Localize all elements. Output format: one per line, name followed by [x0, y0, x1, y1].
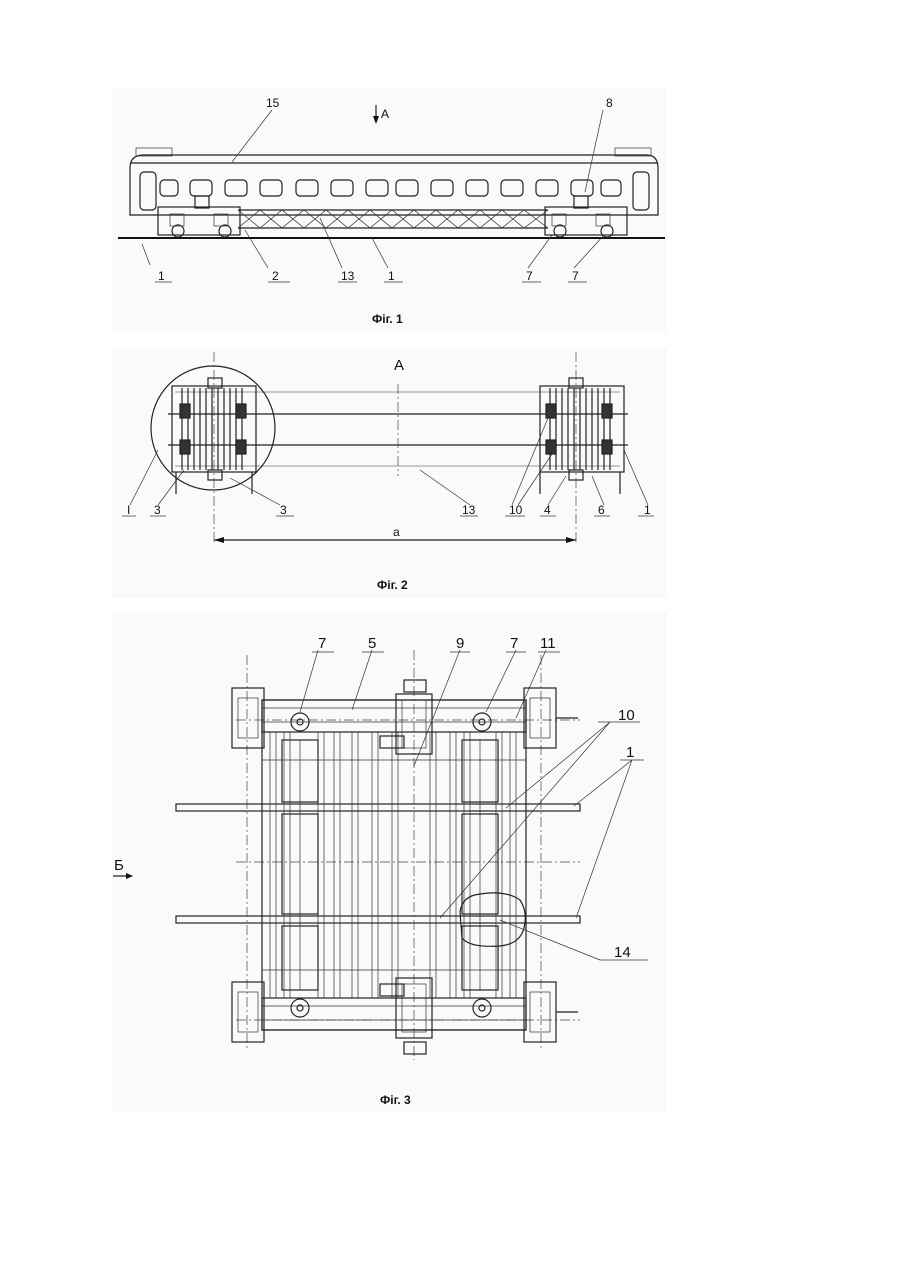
fig3-view-marker: Б [114, 857, 124, 874]
fig2-label-13: 13 [462, 503, 476, 517]
fig2-caption: Фіг. 2 [377, 578, 408, 592]
fig1-label-7b: 7 [572, 269, 579, 283]
fig3-label-7b: 7 [510, 635, 518, 652]
fig2-view-title: A [394, 357, 404, 374]
fig3-label-9: 9 [456, 635, 464, 652]
fig3-caption: Фіг. 3 [380, 1093, 411, 1107]
fig1-label-2: 2 [272, 269, 279, 283]
fig2-dimension-a: a [393, 525, 400, 539]
fig1-label-1a: 1 [158, 269, 165, 283]
fig3-label-1: 1 [626, 744, 634, 761]
fig1-label-13: 13 [341, 269, 355, 283]
fig2-label-3b: 3 [280, 503, 287, 517]
fig1-view-marker: A [381, 107, 389, 121]
fig2-label-6: 6 [598, 503, 605, 517]
fig2-label-1: 1 [644, 503, 651, 517]
fig1-label-15: 15 [266, 96, 280, 110]
fig3-label-14: 14 [614, 944, 631, 961]
fig3-label-5: 5 [368, 635, 376, 652]
fig1-label-1b: 1 [388, 269, 395, 283]
fig2-label-I: I [127, 503, 130, 517]
fig3-label-11: 11 [540, 635, 556, 652]
fig1-caption: Фіг. 1 [372, 312, 403, 326]
fig2-label-4: 4 [544, 503, 551, 517]
fig1-label-7a: 7 [526, 269, 533, 283]
fig1-label-8: 8 [606, 96, 613, 110]
fig2-label-10: 10 [509, 503, 523, 517]
fig2-label-3a: 3 [154, 503, 161, 517]
fig3-label-10: 10 [618, 707, 635, 724]
fig3-label-7a: 7 [318, 635, 326, 652]
